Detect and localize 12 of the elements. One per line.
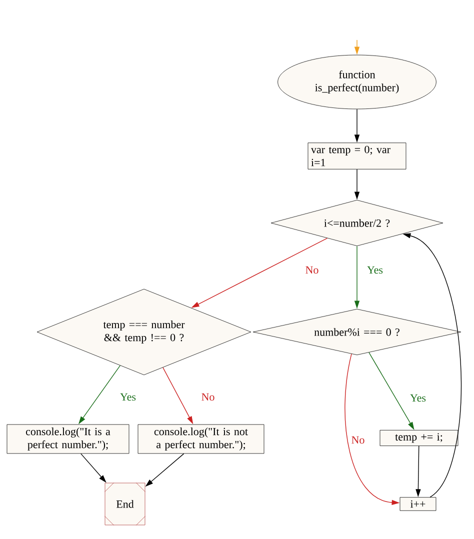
process-box: console.log("It is a perfect number."); <box>6 424 130 454</box>
edge-label: No <box>200 392 216 402</box>
process-box: i++ <box>400 497 436 511</box>
process-box: var temp = 0; var i=1 <box>308 142 406 170</box>
edge-label: Yes <box>408 393 427 403</box>
edge-label: Yes <box>119 392 137 402</box>
process-box: temp += i; <box>380 430 458 446</box>
process-box: console.log("It is not a perfect number."); <box>138 424 264 454</box>
edge-label: No <box>304 265 320 275</box>
end-box: End <box>104 482 146 526</box>
edge-label: Yes <box>366 265 384 275</box>
edge-label: No <box>350 435 366 445</box>
